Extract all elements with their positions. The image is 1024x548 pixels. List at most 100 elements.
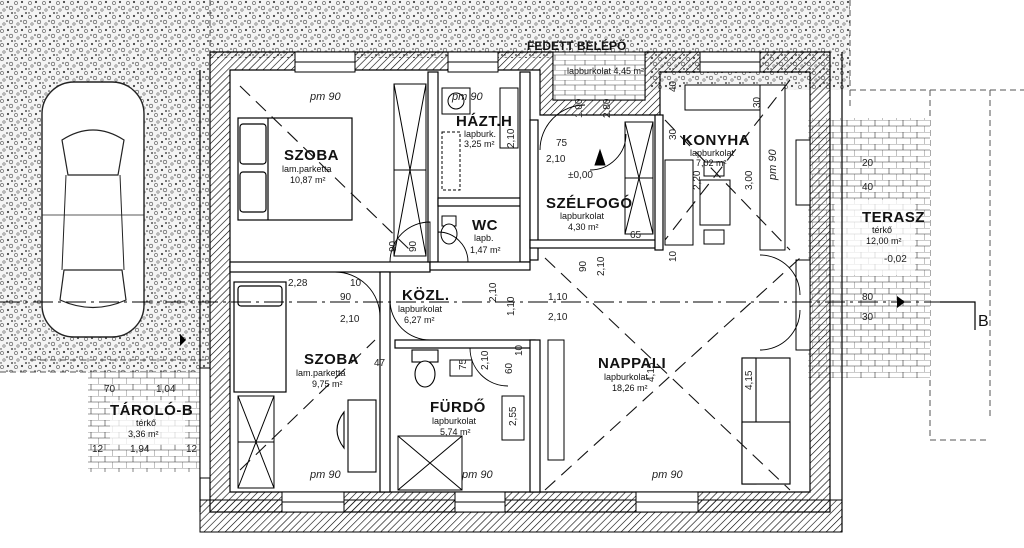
room-floor-kitchen: lapburkolat	[690, 148, 735, 158]
room-area-vestibule: 4,30 m²	[568, 222, 599, 232]
car-icon	[41, 81, 145, 338]
covered-entrance	[552, 51, 646, 101]
dimension-label: 1,00	[574, 98, 585, 118]
room-name-wc: WC	[472, 217, 498, 234]
window-tag: pm 90	[461, 469, 493, 481]
room-area-bathroom: 5,74 m²	[440, 427, 471, 437]
room-area-terrace: 12,00 m²	[866, 236, 902, 246]
dimension-label: 47	[374, 358, 386, 369]
entrance-label: FEDETT BELÉPŐ	[527, 38, 626, 53]
dimension-label: 90	[408, 240, 419, 252]
dining-table-icon	[699, 161, 731, 245]
dimension-label: 1,10	[548, 292, 568, 303]
level-zero: ±0,00	[568, 170, 593, 181]
room-name-hall: KÖZL.	[402, 287, 450, 304]
dimension-label: 20	[862, 158, 874, 169]
washing-machine-icon	[441, 87, 519, 191]
dimension-labels: 1,00 2,80 75 2,10 2,10 40 30 30 3,00 2,2…	[92, 80, 874, 455]
dimension-label: 90	[340, 292, 352, 303]
dimension-label: 1,04	[156, 384, 176, 395]
toilet-icon	[440, 215, 458, 245]
dimension-label: 2,10	[596, 256, 607, 276]
interior-walls	[229, 71, 664, 493]
dimension-label: 12	[186, 444, 198, 455]
ceiling-lines	[239, 79, 801, 491]
room-floor-bath-tech: lapburk.	[464, 129, 496, 139]
wardrobe-icon	[237, 395, 275, 489]
window-tag: pm 90	[451, 91, 483, 103]
dimension-label: 75	[458, 358, 469, 370]
room-area-bedroom2: 9,75 m²	[312, 379, 343, 389]
desk-icon	[336, 399, 377, 473]
windows	[199, 51, 811, 513]
dimension-label: 70	[104, 384, 116, 395]
dimension-label: 1,10	[506, 296, 517, 316]
kitchen-counter-icon	[664, 84, 786, 251]
room-name-living: NAPPALI	[598, 355, 666, 372]
dimension-label: 2,10	[506, 128, 517, 148]
dimension-label: 90	[578, 260, 589, 272]
tv-unit-icon	[547, 339, 565, 461]
room-name-bedroom1: SZOBA	[284, 147, 339, 164]
sofa-icon	[741, 357, 791, 485]
wardrobe-icon	[624, 121, 654, 235]
room-floor-wc: lapb.	[474, 233, 494, 243]
washbasin-icon	[449, 359, 525, 441]
dimension-label: 2,10	[340, 314, 360, 325]
dimension-label: 2,10	[548, 312, 568, 323]
window-tag: pm 90	[767, 149, 779, 181]
window-tag: pm 90	[651, 469, 683, 481]
room-floor-terrace: térkő	[872, 225, 892, 235]
room-floor-bedroom1: lam.parketta	[282, 164, 332, 174]
dimension-label: 30	[668, 128, 679, 140]
room-name-terrace: TERASZ	[862, 209, 925, 226]
room-area-kitchen: 7,02 m²	[696, 158, 727, 168]
room-area-storage: 3,36 m²	[128, 429, 159, 439]
dimension-label: 40	[668, 80, 679, 92]
room-area-hall: 6,27 m²	[404, 315, 435, 325]
room-name-storage: TÁROLÓ-B	[110, 401, 193, 419]
dimension-label: 2,20	[692, 170, 703, 190]
dimension-label: 2,55	[508, 406, 519, 426]
dimension-label: 1,94	[130, 444, 150, 455]
room-floor-bathroom: lapburkolat	[432, 416, 477, 426]
gravel-area	[210, 0, 650, 58]
room-floor-vestibule: lapburkolat	[560, 211, 605, 221]
wardrobe-icon	[393, 83, 427, 257]
room-floor-storage: térkő	[136, 418, 156, 428]
room-name-kitchen: KONYHA	[682, 132, 750, 149]
dimension-label: 90	[388, 240, 399, 252]
dimension-label: 2,28	[288, 278, 308, 289]
dimension-label: 30	[752, 96, 763, 108]
dimension-label: 10	[350, 278, 362, 289]
dimension-label: 2,10	[480, 350, 491, 370]
section-mark: B	[978, 313, 989, 330]
room-area-bath-tech: 3,25 m²	[464, 139, 495, 149]
dimension-label: 65	[630, 230, 642, 241]
room-name-bath-tech: HÁZT.H	[456, 113, 512, 130]
dimension-label: 80	[862, 292, 874, 303]
toilet-icon	[411, 349, 439, 388]
dimension-label: 10	[668, 250, 679, 262]
dimension-label: 2,10	[488, 282, 499, 302]
room-name-vestibule: SZÉLFOGÓ	[546, 194, 633, 212]
dimension-label: 4,15	[744, 370, 755, 390]
dimension-label: 75	[556, 138, 568, 149]
window-tag: pm 90	[309, 91, 341, 103]
window-tag: pm 90	[309, 469, 341, 481]
bed-icon	[233, 281, 287, 393]
dimension-label: 30	[862, 312, 874, 323]
dimension-label: 12	[92, 444, 104, 455]
bed-icon	[237, 117, 353, 221]
dimension-label: 10	[514, 344, 525, 356]
dimension-label: 2,10	[546, 154, 566, 165]
room-floor-hall: lapburkolat	[398, 304, 443, 314]
room-floor-bedroom2: lam.parketta	[296, 368, 346, 378]
dimension-label: 4,15	[646, 362, 657, 382]
entrance-sub: lapburkolat 4,45 m²	[567, 66, 644, 76]
door-swings	[334, 104, 801, 387]
room-floor-living: lapburkolat	[604, 372, 649, 382]
dimension-label: 60	[504, 362, 515, 374]
room-area-living: 18,26 m²	[612, 383, 648, 393]
